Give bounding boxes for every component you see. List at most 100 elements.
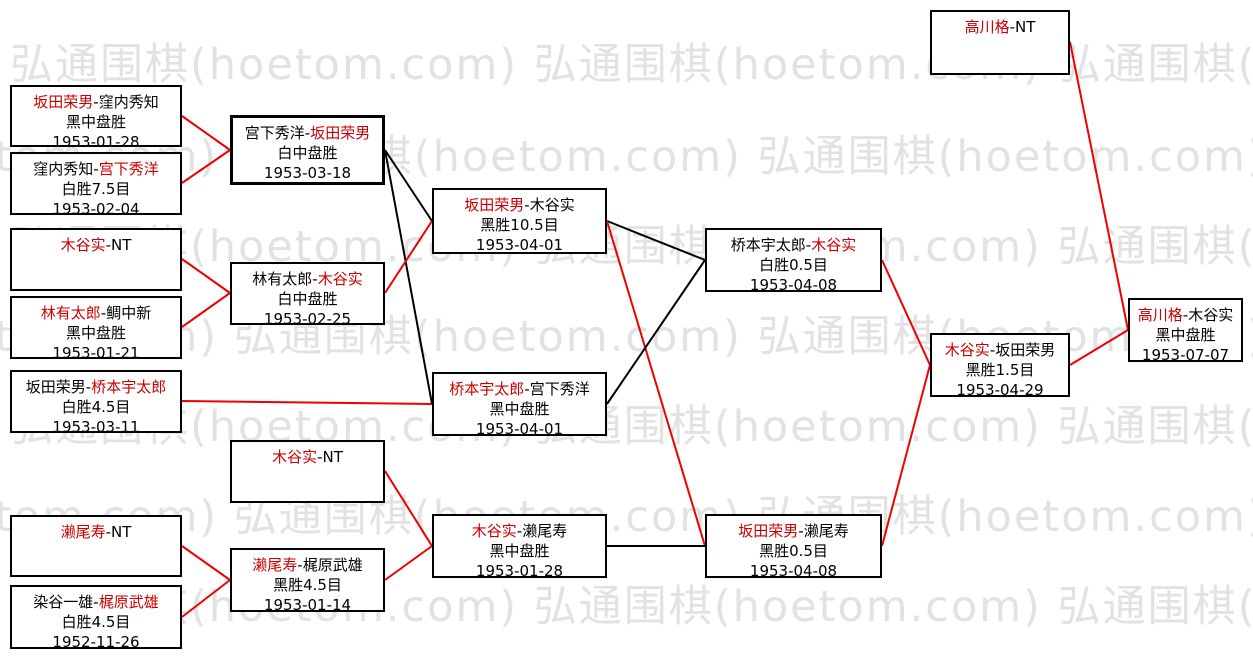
match-players: 木谷实-NT bbox=[232, 447, 383, 467]
player-separator: - bbox=[1182, 306, 1189, 324]
match-date: 1952-11-26 bbox=[52, 633, 140, 651]
match-date: 1953-03-11 bbox=[52, 418, 140, 436]
bracket-line-red bbox=[606, 220, 706, 547]
match-box-kubouchi-miyashita: 窪内秀知-宫下秀洋白胜7.5目 1953-02-04 bbox=[10, 152, 182, 218]
match-date bbox=[932, 57, 1068, 77]
match-date: 1953-04-01 bbox=[475, 236, 564, 254]
player-separator: - bbox=[105, 523, 112, 541]
watermark-text: 弘通围棋(hoetom.com) 弘通围棋(hoetom.com) 弘通围棋(h… bbox=[0, 132, 1253, 182]
match-date bbox=[12, 275, 180, 295]
match-box-kitani-bye-2: 木谷实-NT bbox=[230, 440, 385, 503]
match-players: 高川格-木谷实 bbox=[1130, 305, 1241, 325]
match-result: 黑胜1.5目 bbox=[965, 361, 1035, 379]
bracket-line-red bbox=[881, 259, 931, 366]
player-name: 桥本宇太郎 bbox=[449, 380, 525, 398]
player-name: 坂田荣男 bbox=[995, 341, 1056, 359]
match-result: 黑胜0.5目 bbox=[759, 542, 828, 560]
match-result: 黑中盘胜 bbox=[1155, 326, 1216, 344]
player-separator: - bbox=[1009, 18, 1016, 36]
match-players: 木谷实-濑尾寿 bbox=[434, 521, 605, 541]
player-name: 坂田荣男 bbox=[310, 124, 371, 142]
bracket-line-red bbox=[384, 545, 433, 581]
match-players: 林有太郎-鲷中新 bbox=[12, 303, 180, 323]
player-name: 坂田荣男 bbox=[738, 522, 799, 540]
match-players: 木谷实-坂田荣男 bbox=[932, 340, 1068, 360]
match-result bbox=[932, 37, 1068, 57]
match-result: 黑中盘胜 bbox=[65, 324, 126, 342]
match-date bbox=[12, 562, 180, 582]
match-players: 坂田荣男-窪内秀知 bbox=[12, 92, 180, 112]
match-box-kitani-bye-1: 木谷实-NT bbox=[10, 228, 182, 291]
match-box-seo-bye: 濑尾寿-NT bbox=[10, 515, 182, 577]
player-name: 坂田荣男 bbox=[25, 378, 86, 396]
match-date: 1953-07-07 bbox=[1141, 346, 1230, 364]
match-result: 白中盘胜 bbox=[277, 290, 338, 308]
match-players: 窪内秀知-宫下秀洋 bbox=[12, 159, 180, 179]
match-players: 桥本宇太郎-宫下秀洋 bbox=[434, 379, 605, 399]
match-players: 高川格-NT bbox=[932, 17, 1068, 37]
player-separator: - bbox=[93, 593, 99, 611]
match-result: 黑胜4.5目 bbox=[273, 576, 342, 594]
player-name: 木谷实 bbox=[60, 236, 106, 254]
match-box-kitani-sakata-final: 木谷实-坂田荣男黑胜1.5目 1953-04-29 bbox=[930, 333, 1070, 399]
player-separator: - bbox=[304, 124, 311, 142]
player-name: NT bbox=[111, 236, 132, 254]
match-result: 白胜7.5目 bbox=[61, 180, 131, 198]
player-separator: - bbox=[798, 522, 804, 540]
player-separator: - bbox=[93, 160, 99, 178]
player-name: 梶原武雄 bbox=[98, 593, 159, 611]
bracket-line-red bbox=[181, 258, 231, 294]
player-separator: - bbox=[93, 93, 99, 111]
match-players: 桥本宇太郎-木谷实 bbox=[707, 235, 880, 255]
watermark-text: 弘通围棋(hoetom.com) 弘通围棋(hoetom.com) 弘通围棋(h… bbox=[10, 402, 1253, 452]
player-name: 高川格 bbox=[964, 18, 1010, 36]
match-date: 1953-04-08 bbox=[749, 276, 838, 294]
match-box-hayashi-kitani: 林有太郎-木谷实白中盘胜 1953-02-25 bbox=[230, 262, 385, 328]
player-name: 木谷实 bbox=[317, 270, 363, 288]
player-separator: - bbox=[312, 270, 318, 288]
match-players: 林有太郎-木谷实 bbox=[232, 269, 383, 289]
match-players: 濑尾寿-NT bbox=[12, 522, 180, 542]
player-name: 窪内秀知 bbox=[33, 160, 94, 178]
player-name: 木谷实 bbox=[529, 196, 575, 214]
match-players: 坂田荣男-桥本宇太郎 bbox=[12, 377, 180, 397]
match-date: 1953-04-29 bbox=[956, 381, 1044, 399]
player-separator: - bbox=[105, 236, 112, 254]
player-separator: - bbox=[524, 196, 530, 214]
bracket-line-black bbox=[606, 259, 706, 405]
player-name: NT bbox=[1015, 18, 1036, 36]
match-date: 1953-04-08 bbox=[749, 562, 838, 580]
match-result: 黑胜10.5目 bbox=[480, 216, 559, 234]
match-box-takagawa-bye: 高川格-NT bbox=[930, 10, 1070, 75]
player-separator: - bbox=[524, 380, 530, 398]
match-result: 白胜4.5目 bbox=[61, 613, 131, 631]
bracket-line-red bbox=[1069, 329, 1129, 366]
bracket-line-black bbox=[606, 220, 706, 261]
bracket-line-red bbox=[181, 545, 231, 581]
bracket-line-red bbox=[181, 149, 231, 184]
player-name: 坂田荣男 bbox=[33, 93, 94, 111]
match-result bbox=[12, 255, 180, 275]
match-result: 白胜4.5目 bbox=[61, 398, 131, 416]
match-result bbox=[12, 542, 180, 562]
match-date: 1953-01-28 bbox=[475, 562, 564, 580]
bracket-line-red bbox=[181, 292, 231, 328]
match-players: 木谷实-NT bbox=[12, 235, 180, 255]
match-players: 濑尾寿-梶原武雄 bbox=[232, 555, 383, 575]
player-separator: - bbox=[317, 448, 323, 466]
match-date: 1953-02-04 bbox=[52, 200, 140, 218]
match-date: 1953-02-25 bbox=[263, 310, 352, 328]
player-name: 木谷实 bbox=[944, 341, 990, 359]
player-name: 濑尾寿 bbox=[522, 522, 568, 540]
player-name: 木谷实 bbox=[1188, 306, 1234, 324]
bracket-line-red bbox=[181, 400, 433, 405]
bracket-line-red bbox=[1069, 41, 1129, 331]
player-name: NT bbox=[322, 448, 343, 466]
player-name: 窪内秀知 bbox=[98, 93, 159, 111]
player-name: 染谷一雄 bbox=[33, 593, 94, 611]
